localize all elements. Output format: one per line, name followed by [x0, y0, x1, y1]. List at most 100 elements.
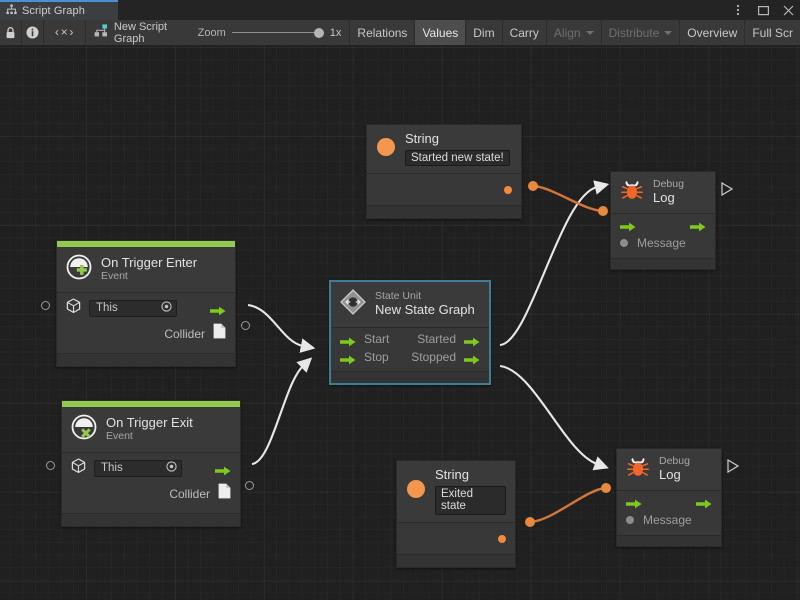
value-port-out-string-bottom[interactable] — [525, 517, 535, 527]
graph-canvas[interactable]: String Started new state! — [0, 46, 800, 600]
flow-port-out-log-bottom[interactable] — [727, 459, 739, 473]
graph-icon — [6, 2, 17, 20]
tab-script-graph[interactable]: Script Graph — [0, 0, 118, 20]
node-body: This — [62, 452, 240, 513]
node-body: This — [57, 292, 235, 353]
stop-input-group[interactable]: Stop — [340, 350, 389, 365]
flow-port-out-log-top[interactable] — [721, 182, 733, 196]
flow-output-port[interactable] — [210, 303, 226, 316]
zoom-value-label: 1x — [329, 26, 342, 39]
toolbar-button-dim[interactable]: Dim — [465, 20, 501, 45]
value-port-out-collider-enter[interactable] — [241, 321, 250, 330]
node-body: Message — [611, 213, 715, 258]
tab-label: Script Graph — [22, 5, 85, 17]
zoom-slider-handle[interactable] — [313, 27, 324, 38]
node-header: State Unit New State Graph — [331, 282, 489, 327]
toolbar-button-fullscreen[interactable]: Full Scr — [744, 20, 800, 45]
info-icon[interactable] — [22, 20, 43, 45]
flow-input-port-stop[interactable] — [340, 352, 356, 365]
string-orange-dot-icon — [406, 479, 426, 504]
node-state-unit[interactable]: State Unit New State Graph Start Started — [329, 280, 491, 385]
node-header: On Trigger Exit Event — [62, 407, 240, 452]
kebab-menu-icon[interactable] — [732, 4, 744, 16]
flow-output-port-stopped[interactable] — [464, 352, 480, 365]
close-icon[interactable] — [782, 4, 794, 16]
script-graph-asset-icon — [94, 23, 108, 42]
toolbar-button-relations[interactable]: Relations — [349, 20, 414, 45]
flow-input-port[interactable] — [626, 496, 642, 509]
node-footer — [331, 371, 489, 383]
message-input-port[interactable] — [626, 516, 634, 524]
graph-name-field[interactable]: New Script Graph — [86, 20, 190, 45]
node-title: String — [405, 131, 439, 146]
control-port-in-exit[interactable] — [46, 461, 55, 470]
toolbar-divider — [85, 20, 86, 45]
maximize-icon[interactable] — [757, 4, 769, 16]
flow-input-port[interactable] — [620, 219, 636, 232]
toolbar-button-align[interactable]: Align — [545, 20, 601, 45]
value-output-port[interactable] — [498, 534, 506, 543]
toolbar-button-values[interactable]: Values — [414, 20, 466, 45]
node-debug-log-top[interactable]: Debug Log Message — [610, 171, 716, 270]
value-port-in-log-bottom[interactable] — [601, 483, 611, 493]
node-footer — [367, 205, 521, 219]
gameobject-icon — [66, 298, 81, 318]
node-string-bottom[interactable]: String Exited state — [396, 460, 516, 569]
target-group: This — [66, 298, 177, 318]
port-row-message: Message — [611, 234, 715, 258]
flow-output-port-started[interactable] — [464, 334, 480, 347]
node-debug-log-bottom[interactable]: Debug Log Message — [616, 448, 722, 547]
node-string-top[interactable]: String Started new state! — [366, 124, 522, 220]
gameobject-icon — [71, 458, 86, 478]
edge-enter-to-start — [247, 303, 316, 353]
node-subtitle: Event — [106, 429, 133, 442]
value-port-out-collider-exit[interactable] — [245, 481, 254, 490]
edge-stopped-to-log-bottom — [499, 364, 609, 471]
value-port-out-string-top[interactable] — [528, 181, 538, 191]
node-header: Debug Log — [611, 172, 715, 213]
align-label: Align — [553, 25, 581, 40]
collider-label: Collider — [164, 326, 205, 341]
toolbar-button-overview[interactable]: Overview — [679, 20, 744, 45]
bug-icon — [626, 456, 650, 483]
toolbar-button-distribute[interactable]: Distribute — [600, 20, 680, 45]
zoom-slider[interactable] — [231, 27, 324, 39]
value-output-port[interactable] — [504, 185, 512, 194]
string-value-field[interactable]: Started new state! — [405, 149, 510, 167]
zoom-control[interactable]: Zoom 1x — [190, 20, 350, 45]
started-label: Started — [417, 332, 456, 346]
object-picker-icon[interactable] — [161, 299, 172, 317]
collider-asset-icon[interactable] — [218, 483, 231, 504]
collider-label: Collider — [169, 486, 210, 501]
flow-output-port[interactable] — [690, 219, 706, 232]
lock-icon[interactable] — [0, 20, 21, 45]
stopped-label: Stopped — [411, 350, 456, 364]
edge-started-to-log-top — [499, 180, 610, 347]
message-label: Message — [643, 513, 692, 527]
toolbar-button-carry[interactable]: Carry — [501, 20, 546, 45]
start-input-group[interactable]: Start — [340, 332, 389, 347]
object-picker-icon[interactable] — [166, 459, 177, 477]
graph-name-label: New Script Graph — [113, 20, 168, 45]
node-titles: String Exited state — [435, 467, 506, 516]
port-row-message: Message — [617, 511, 721, 535]
value-port-in-log-top[interactable] — [598, 206, 608, 216]
string-value-field[interactable]: Exited state — [435, 485, 506, 516]
collider-asset-icon[interactable] — [213, 323, 226, 344]
node-titles: State Unit New State Graph — [375, 291, 475, 317]
flow-output-port[interactable] — [215, 463, 231, 476]
target-group: This — [71, 458, 182, 478]
control-port-in-enter[interactable] — [41, 301, 50, 310]
target-object-field[interactable]: This — [89, 299, 177, 317]
chevron-down-icon — [585, 30, 594, 35]
started-output-group[interactable]: Started — [417, 332, 480, 347]
graph-toolbar: ‹×› New Script Graph Zoom 1x Relations V — [0, 20, 800, 46]
target-object-field[interactable]: This — [94, 459, 182, 477]
stopped-output-group[interactable]: Stopped — [411, 350, 480, 365]
node-on-trigger-enter[interactable]: On Trigger Enter Event This — [56, 240, 236, 367]
flow-input-port-start[interactable] — [340, 334, 356, 347]
code-view-icon[interactable]: ‹×› — [53, 25, 76, 40]
node-on-trigger-exit[interactable]: On Trigger Exit Event This — [61, 400, 241, 527]
message-input-port[interactable] — [620, 239, 628, 247]
flow-output-port[interactable] — [696, 496, 712, 509]
